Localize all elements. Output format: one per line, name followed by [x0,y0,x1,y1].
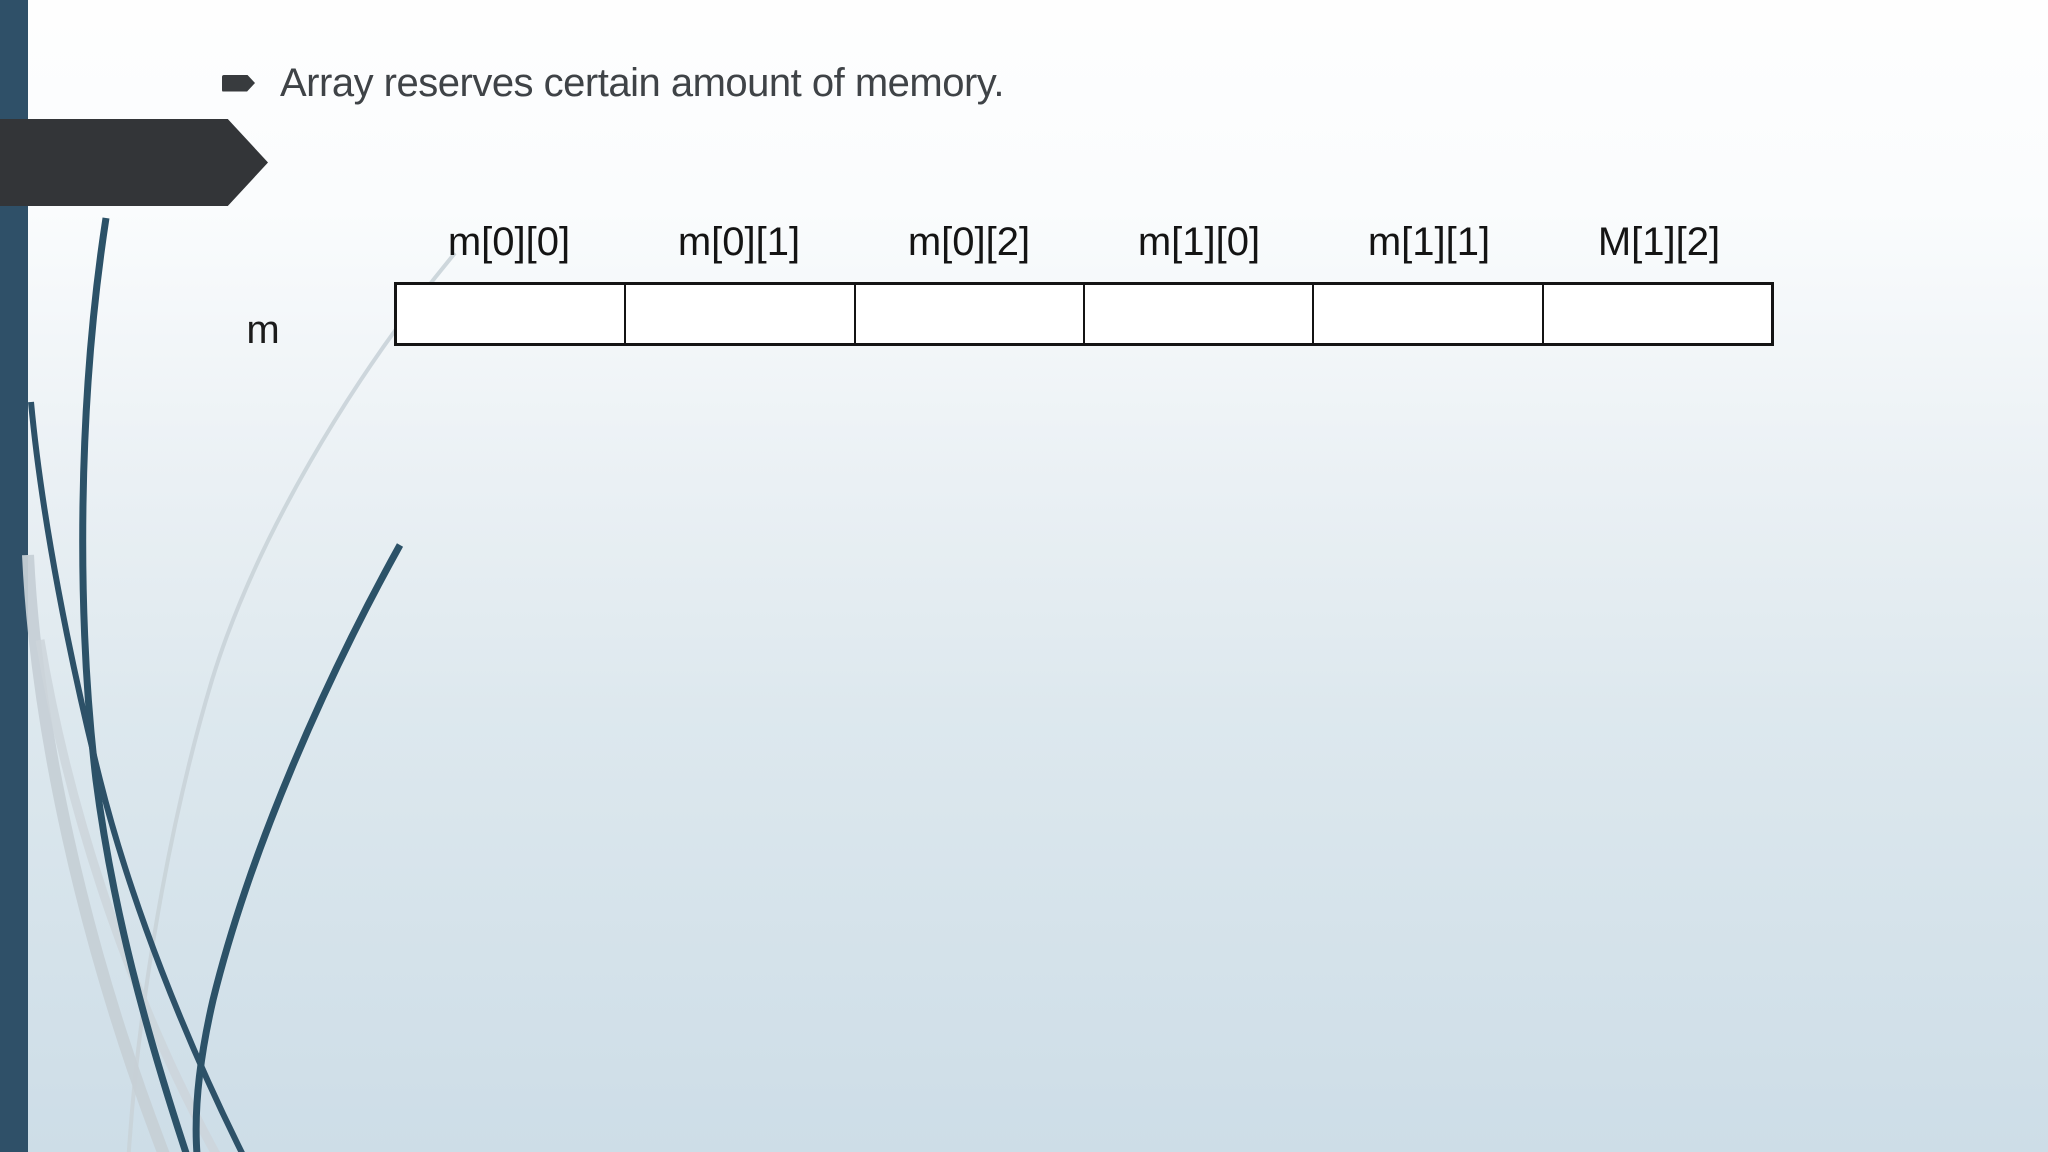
cell-label-3: m[1][0] [1137,220,1261,264]
array-cell-2 [855,285,1085,343]
cell-label-0: m[0][0] [447,220,571,264]
banner-arrow-shape [0,119,268,206]
cell-label-4: m[1][1] [1367,220,1491,264]
cell-label-2: m[0][2] [907,220,1031,264]
array-labels-row: m[0][0] m[0][1] m[0][2] m[1][0] m[1][1] … [394,218,1774,266]
light-curve-mid [35,639,220,1152]
array-name-label: m [246,308,280,352]
array-cell-0 [397,285,627,343]
arrow-bullet-icon [222,74,255,92]
cell-label-1: m[0][1] [677,220,801,264]
bullet-line: Array reserves certain amount of memory. [222,60,1004,106]
array-cell-5 [1543,285,1771,343]
bullet-text: Array reserves certain amount of memory. [280,60,1004,105]
cell-label-5: M[1][2] [1597,220,1721,264]
dark-curve-right [192,543,404,1152]
array-cell-3 [1084,285,1315,343]
array-cell-4 [1314,285,1544,343]
light-curve-left [22,554,170,1152]
array-cell-1 [626,285,856,343]
array-cells-row [394,282,1774,346]
dark-curve-inner [28,401,245,1152]
